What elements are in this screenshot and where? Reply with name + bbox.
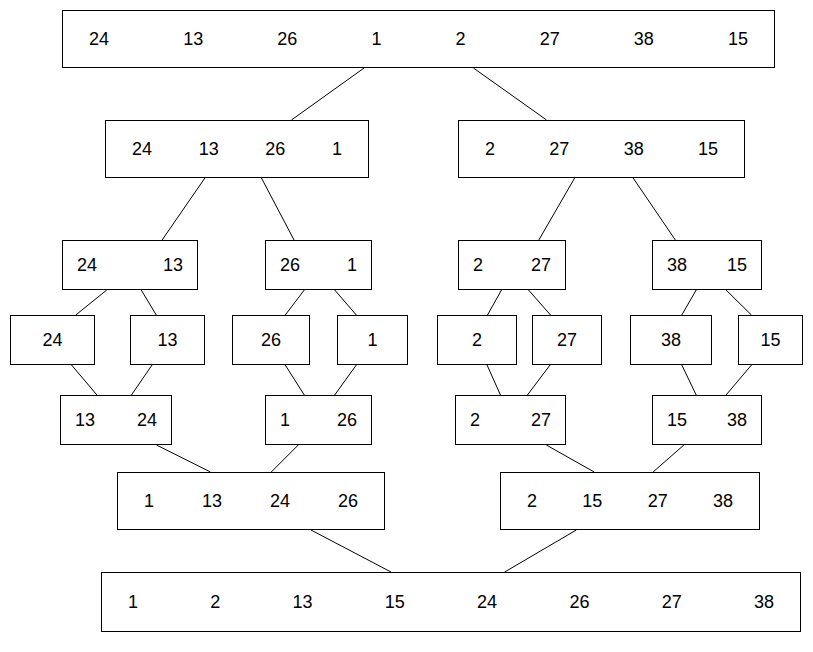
split-merge-line [726,290,751,315]
split-merge-line [131,365,152,395]
array-box: 2 27 38 15 [458,120,745,178]
array-values: 24 13 26 1 2 27 38 15 [89,29,748,50]
array-box: 1 [337,315,408,365]
array-values: 1 13 24 26 [144,491,358,512]
split-merge-line [473,68,546,120]
array-box: 2 27 [455,395,566,445]
array-values: 24 13 [77,255,183,276]
array-values: 2 27 [470,410,551,431]
split-merge-line [157,445,211,472]
split-merge-line [271,445,298,472]
split-merge-line [335,290,357,315]
array-values: 2 27 38 15 [485,139,718,160]
split-merge-line [682,365,696,395]
split-merge-line [76,290,107,315]
split-merge-line [539,178,575,240]
split-merge-line [527,365,550,395]
array-values: 24 13 26 1 [132,139,342,160]
array-box: 15 [738,315,803,365]
split-merge-line [291,68,364,120]
split-merge-line [285,365,304,395]
array-values: 13 [145,330,190,351]
array-box: 1 26 [265,395,372,445]
array-box: 24 13 [62,240,198,290]
array-box: 26 [232,315,310,365]
split-merge-line [653,445,684,472]
array-box: 2 [437,315,517,365]
split-merge-line [546,445,594,472]
array-values: 26 [247,330,295,351]
array-box: 1 13 24 26 [117,472,385,530]
array-values: 38 15 [667,255,747,276]
array-values: 2 27 [473,255,551,276]
array-box: 2 15 27 38 [500,472,760,530]
array-values: 1 26 [280,410,357,431]
array-box: 24 [10,315,95,365]
split-merge-line [72,365,97,395]
array-box: 24 13 26 1 2 27 38 15 [62,10,775,68]
array-box: 1 2 13 15 24 26 27 38 [101,572,801,632]
array-values: 26 1 [280,255,357,276]
split-merge-line [488,290,502,315]
array-values: 13 24 [75,410,157,431]
split-merge-line [311,530,391,572]
array-box: 13 [130,315,205,365]
array-box: 38 [630,315,712,365]
split-merge-line [141,290,156,315]
array-box: 38 15 [652,240,762,290]
array-values: 24 [25,330,80,351]
array-values: 27 [547,330,587,351]
split-merge-line [162,178,205,240]
split-merge-line [335,365,357,395]
array-box: 26 1 [265,240,372,290]
array-values: 2 15 27 38 [527,491,733,512]
array-box: 15 38 [652,395,762,445]
array-values: 15 38 [667,410,747,431]
array-values: 2 [452,330,502,351]
split-merge-line [682,290,696,315]
array-box: 24 13 26 1 [105,120,369,178]
split-merge-line [285,290,304,315]
array-box: 13 24 [60,395,172,445]
split-merge-line [726,365,751,395]
array-box: 27 [532,315,602,365]
array-box: 2 27 [458,240,566,290]
split-merge-line [487,365,500,395]
split-merge-line [633,178,675,240]
split-merge-line [505,530,577,572]
array-values: 1 [352,330,393,351]
split-merge-line [261,178,294,240]
array-values: 15 [753,330,788,351]
array-values: 38 [645,330,697,351]
array-values: 1 2 13 15 24 26 27 38 [128,592,774,613]
split-merge-line [529,290,551,315]
